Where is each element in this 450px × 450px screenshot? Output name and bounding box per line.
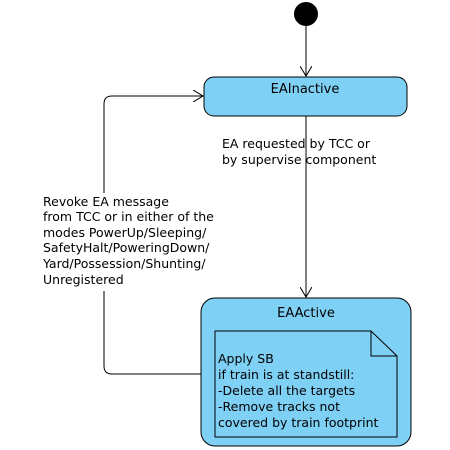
state-ea-inactive[interactable]: EAInactive [203,76,408,117]
activate-transition-label-line-1: EA requested by TCC or [222,136,371,151]
note-line-4: -Remove tracks not [218,399,340,414]
note-fold [370,331,397,357]
state-ea-inactive-label: EAInactive [271,82,340,97]
note-line-2: if train is at standstill: [218,367,354,382]
revoke-label-line-6: Unregistered [43,272,124,287]
activate-transition-label-line-2: by supervise component [222,152,376,167]
revoke-label-line-3: modes PowerUp/Sleeping/ [43,225,207,240]
revoke-label-line-5: Yard/Possession/Shunting/ [42,256,206,271]
note-line-1: Apply SB [218,351,274,366]
note-line-5: covered by train footprint [218,415,379,430]
entry-action-note: Apply SB if train is at standstill: -Del… [214,330,398,438]
note-line-3: -Delete all the targets [218,383,355,398]
state-ea-active-label: EAActive [277,306,335,321]
revoke-label-line-4: SafetyHalt/PoweringDown/ [43,240,210,255]
initial-state-dot [294,2,318,26]
revoke-label-background [38,193,234,291]
revoke-label-line-1: Revoke EA message [43,194,169,209]
revoke-label-line-2: from TCC or in either of the [43,209,214,224]
note-body [214,330,398,438]
